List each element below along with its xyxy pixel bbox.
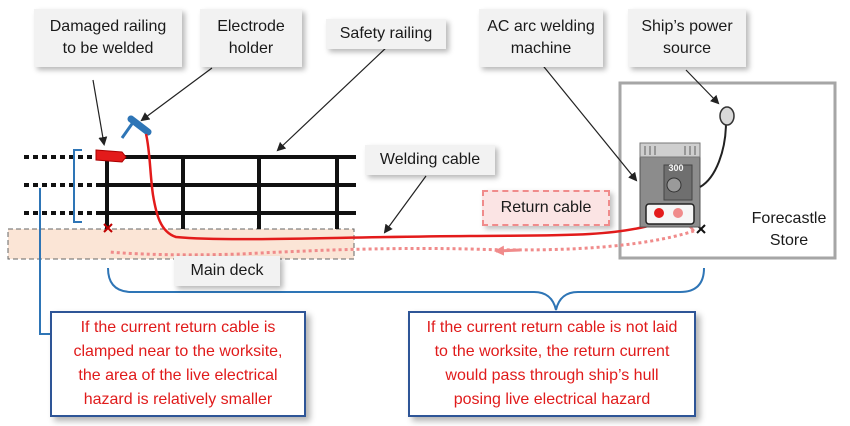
label-welding-machine: AC arc welding machine: [479, 9, 603, 67]
power-cable: [699, 121, 727, 188]
arrow-electrode-holder: [140, 67, 213, 122]
arrow-welding-cable: [383, 175, 427, 234]
label-main-deck: Main deck: [174, 256, 280, 286]
note-not-laid: If the current return cable is not laid …: [408, 311, 696, 417]
main-deck-strip: [7, 228, 355, 260]
label-power-source: Ship’s power source: [628, 9, 746, 67]
label-return-cable: Return cable: [482, 190, 610, 226]
arrow-safety-railing: [276, 45, 389, 152]
machine-display: 300: [668, 163, 683, 173]
arrow-power-source: [685, 69, 720, 105]
note-near-clamp: If the current return cable is clamped n…: [50, 311, 306, 417]
label-safety-railing: Safety railing: [326, 19, 446, 49]
arrow-damaged-railing: [92, 79, 108, 146]
power-source-plug: [719, 106, 735, 126]
hazard-area-bracket-small: [73, 149, 82, 223]
damaged-railing-piece: [95, 149, 127, 163]
label-forecastle-store: Forecastle Store: [751, 210, 827, 249]
hazard-area-brace-large: [107, 267, 705, 311]
arrow-welding-machine: [539, 61, 638, 182]
welding-machine: [639, 142, 701, 228]
label-welding-cable: Welding cable: [365, 145, 495, 175]
railing-continuation: [24, 155, 98, 215]
clamp-point-worksite: [103, 223, 113, 233]
leader-arrows: [92, 45, 720, 234]
label-electrode-holder: Electrode holder: [200, 9, 302, 67]
welding-cable: [144, 133, 662, 241]
forecastle-store-outline: [618, 81, 837, 260]
safety-railing: [98, 153, 356, 229]
electrode-holder-grip: [127, 115, 152, 136]
return-cable-arrow: [494, 245, 521, 256]
near-clamp-connector: [39, 188, 50, 335]
label-damaged-railing: Damaged railing to be welded: [34, 9, 182, 67]
return-cable: [109, 229, 695, 257]
